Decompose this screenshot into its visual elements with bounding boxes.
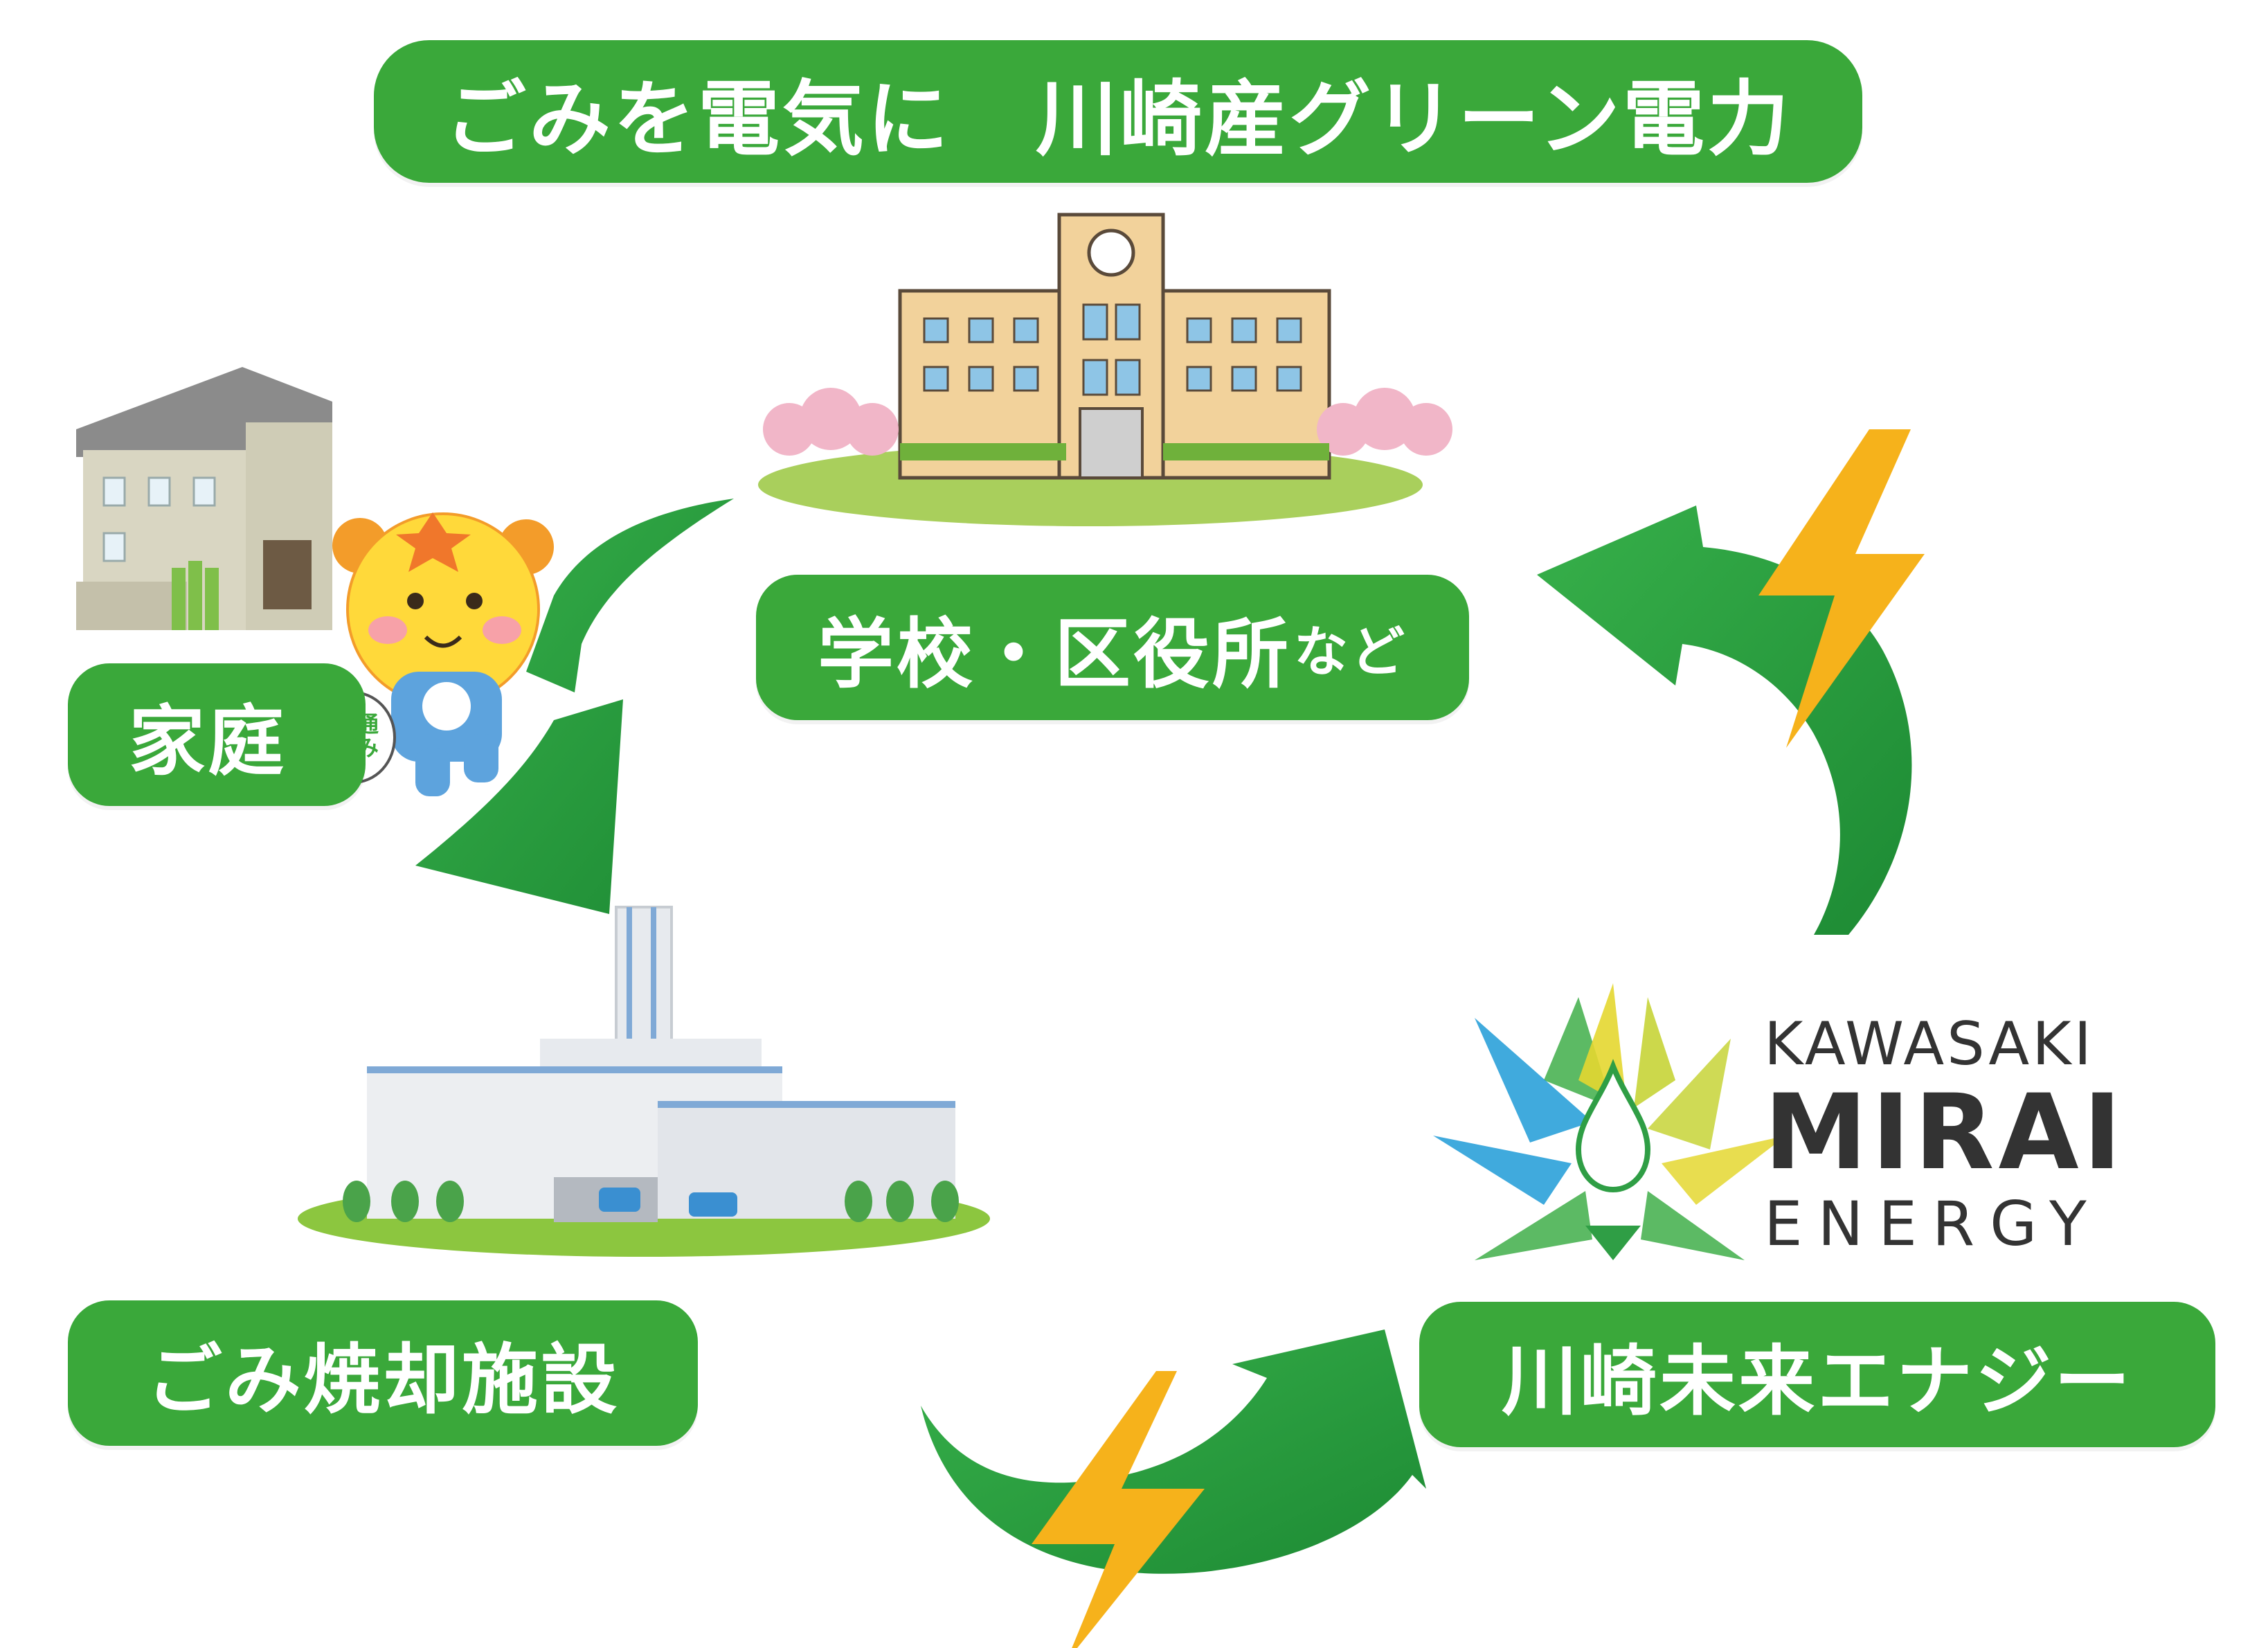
lightning-bolt-icon <box>1758 429 1925 748</box>
node-home-label: 家庭 <box>68 663 366 806</box>
kawasaki-mirai-energy-logo-text: KAWASAKI MIRAI ENERGY <box>1764 1010 2152 1260</box>
node-mirai-label: 川崎未来エナジー <box>1419 1302 2215 1447</box>
node-school-text: 学校・区役所 <box>817 610 1291 699</box>
title-text: ごみを電気に 川崎産グリーン電力 <box>444 71 1792 167</box>
lightning-bolt-icon <box>1032 1371 1205 1648</box>
kawasaki-mirai-energy-emblem <box>1433 983 1786 1260</box>
house-illustration <box>76 367 332 630</box>
node-home-text: 家庭 <box>129 697 287 786</box>
node-school-label: 学校・区役所など <box>756 575 1469 720</box>
logo-line-mirai: MIRAI <box>1764 1073 2126 1193</box>
logo-line-kawasaki: KAWASAKI <box>1764 1010 2094 1079</box>
title-banner: ごみを電気に 川崎産グリーン電力 <box>374 40 1862 183</box>
garbage-bag-label: 普通ごみ <box>334 711 379 761</box>
node-incinerator-label: ごみ焼却施設 <box>68 1300 698 1446</box>
arrow-incinerator-to-mirai <box>921 1329 1426 1574</box>
incinerator-illustration <box>298 906 990 1257</box>
arrow-mirai-to-school <box>1537 505 1912 935</box>
arrow-home-to-incinerator <box>415 499 734 914</box>
logo-line-energy: ENERGY <box>1764 1188 2102 1260</box>
node-incinerator-text: ごみ焼却施設 <box>146 1336 620 1424</box>
node-school-suffix: など <box>1293 621 1407 683</box>
node-mirai-text: 川崎未来エナジー <box>1502 1337 2133 1426</box>
school-illustration <box>758 213 1452 526</box>
